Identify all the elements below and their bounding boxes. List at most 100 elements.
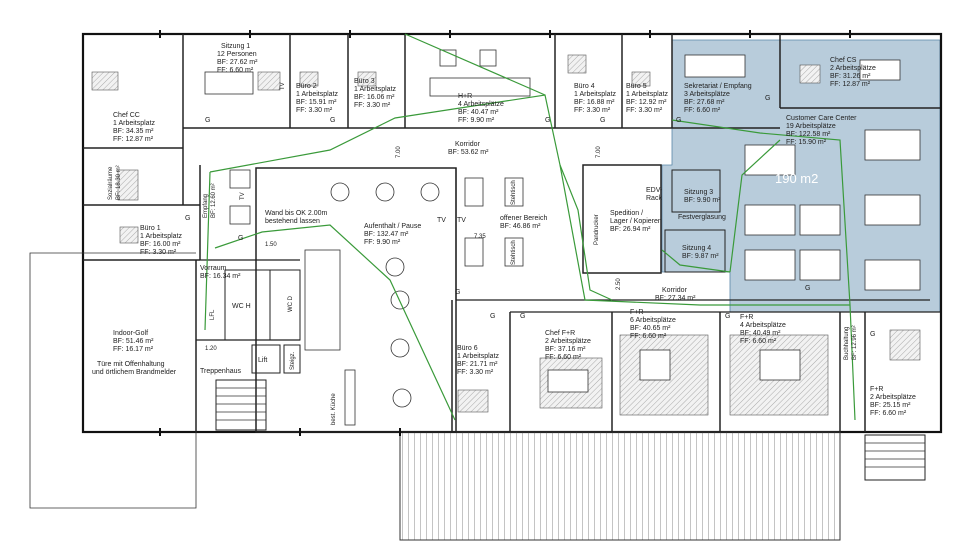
top-row-walls (83, 34, 940, 149)
svg-text:4 Arbeitsplätze: 4 Arbeitsplätze (458, 101, 504, 108)
svg-text:1 Arbeitsplatz: 1 Arbeitsplatz (574, 91, 617, 98)
room-buchhaltung: Buchhaltung BF: 12.96 m² (844, 325, 858, 360)
indoor-golf-outline (29, 252, 197, 509)
svg-text:F+R: F+R (870, 386, 883, 393)
dim-6: 2.50 (616, 278, 622, 290)
room-name: Sitzung 1 (221, 43, 250, 50)
svg-text:BF: 27.62 m²: BF: 27.62 m² (217, 59, 258, 66)
svg-text:FF: 6.60 m²: FF: 6.60 m² (740, 338, 777, 345)
svg-text:3 Arbeitsplätze: 3 Arbeitsplätze (684, 91, 730, 98)
tv-label-2: TV (437, 217, 446, 224)
escape-routes (204, 33, 856, 421)
svg-text:FF: 12.87 m²: FF: 12.87 m² (113, 136, 154, 143)
door-g-3: G (545, 117, 550, 124)
steigz-shaft (283, 344, 301, 374)
svg-text:FF: 15.90 m²: FF: 15.90 m² (786, 139, 827, 146)
svg-text:F+R: F+R (740, 314, 753, 321)
svg-text:Lager / Kopieren: Lager / Kopieren (610, 218, 662, 225)
svg-text:BF: 12.96 m²: BF: 12.96 m² (852, 325, 858, 360)
svg-text:Chef CS: Chef CS (830, 57, 857, 64)
svg-text:Büro 3: Büro 3 (354, 78, 375, 85)
svg-text:Büro 2: Büro 2 (296, 83, 317, 90)
svg-text:2 Arbeitsplätze: 2 Arbeitsplätze (545, 338, 591, 345)
svg-text:4 Arbeitsplätze: 4 Arbeitsplätze (740, 322, 786, 329)
svg-text:BF: 122.58 m²: BF: 122.58 m² (786, 131, 831, 138)
door-g-14: G (870, 331, 875, 338)
lounge-tables (330, 182, 440, 408)
hatched-desks (91, 54, 921, 416)
room-buero1: Büro 1 1 Arbeitsplatz BF: 16.00 m² FF: 3… (140, 225, 183, 256)
dim-4: 7.35 (474, 234, 486, 240)
svg-text:BF: 40.49 m²: BF: 40.49 m² (740, 330, 781, 337)
svg-text:1 Arbeitsplatz: 1 Arbeitsplatz (113, 120, 156, 127)
lift-shaft (251, 344, 281, 374)
svg-text:6 Arbeitsplätze: 6 Arbeitsplätze (630, 317, 676, 324)
room-sitzung3: Sitzung 3 BF: 9.90 m² (684, 189, 721, 204)
svg-text:BF: 18.30 m²: BF: 18.30 m² (116, 165, 122, 200)
svg-text:Sekretariat / Empfang: Sekretariat / Empfang (684, 83, 752, 90)
room-spedition: Spedition / Lager / Kopieren BF: 26.94 m… (610, 210, 662, 233)
kueche-label: best. Küche (331, 393, 337, 425)
svg-text:1 Arbeitsplatz: 1 Arbeitsplatz (626, 91, 669, 98)
room-fr4: F+R 4 Arbeitsplätze BF: 40.49 m² FF: 6.6… (740, 314, 786, 345)
room-sitzung1: Sitzung 1 12 Personen BF: 27.62 m² FF: 6… (217, 43, 258, 74)
door-g-5: G (676, 117, 681, 124)
stairs (215, 379, 267, 431)
room-fr6: F+R 6 Arbeitsplätze BF: 40.65 m² FF: 6.6… (630, 309, 676, 340)
svg-text:19 Arbeitsplätze: 19 Arbeitsplätze (786, 123, 836, 130)
spedition-outline (582, 164, 662, 274)
window-ticks (82, 30, 851, 436)
dim-5: 7.00 (596, 146, 602, 158)
edv-rack: EDV- Rack (646, 187, 663, 202)
kitchen-counter (304, 249, 341, 351)
room-buero2: Büro 2 1 Arbeitsplatz BF: 15.91 m² FF: 3… (296, 83, 339, 114)
lfl-label: LFL (210, 309, 216, 320)
svg-text:FF: 9.90 m²: FF: 9.90 m² (364, 239, 401, 246)
festverglasung-label: Festverglasung (678, 214, 726, 221)
svg-text:BF: 31.26 m²: BF: 31.26 m² (830, 73, 871, 80)
svg-text:Sozialräume: Sozialräume (108, 166, 114, 200)
room-cheffr: Chef F+R 2 Arbeitsplätze BF: 37.16 m² FF… (545, 330, 591, 361)
svg-text:FF: 9.90 m²: FF: 9.90 m² (458, 117, 495, 124)
svg-text:FF: 16.17 m²: FF: 16.17 m² (113, 346, 154, 353)
room-aufenthalt: Aufenthalt / Pause BF: 132.47 m² FF: 9.9… (364, 223, 421, 246)
room-chefcc: Chef CC 1 Arbeitsplatz BF: 34.35 m² FF: … (113, 112, 156, 143)
wall-note: Wand bis OK 2.00m bestehend lassen (265, 210, 328, 225)
svg-text:BF: 40.47 m²: BF: 40.47 m² (458, 109, 499, 116)
room-sekretariat: Sekretariat / Empfang 3 Arbeitsplätze BF… (684, 83, 752, 114)
svg-text:FF: 3.30 m²: FF: 3.30 m² (354, 102, 391, 109)
dim-1: 7.00 (396, 146, 402, 158)
svg-text:Büro 5: Büro 5 (626, 83, 647, 90)
svg-text:FF: 3.30 m²: FF: 3.30 m² (574, 107, 611, 114)
stairs-right (864, 434, 926, 481)
svg-text:und örtlichem Brandmelder: und örtlichem Brandmelder (92, 369, 177, 376)
svg-text:Indoor-Golf: Indoor-Golf (113, 330, 148, 337)
svg-text:1 Arbeitsplatz: 1 Arbeitsplatz (457, 353, 500, 360)
svg-text:2 Arbeitsplätze: 2 Arbeitsplätze (870, 394, 916, 401)
wcd-label: WC D (288, 295, 294, 312)
room-indoor-golf: Indoor-Golf BF: 51.46 m² FF: 16.17 m² Tü… (92, 330, 177, 376)
corridor-bottom: Korridor BF: 27.34 m² (655, 287, 696, 302)
customer-care-desks (684, 54, 921, 291)
svg-text:Rack: Rack (646, 195, 662, 202)
svg-text:BF: 16.34 m²: BF: 16.34 m² (200, 273, 241, 280)
svg-text:1 Arbeitsplatz: 1 Arbeitsplatz (140, 233, 183, 240)
svg-text:1 Arbeitsplatz: 1 Arbeitsplatz (296, 91, 339, 98)
door-g-7: G (185, 215, 190, 222)
svg-text:FF: 3.30 m²: FF: 3.30 m² (457, 369, 494, 376)
svg-text:2 Arbeitsplätze: 2 Arbeitsplätze (830, 65, 876, 72)
room-chefcs: Chef CS 2 Arbeitsplätze BF: 31.26 m² FF:… (830, 57, 876, 88)
svg-text:Empfang: Empfang (203, 194, 209, 218)
svg-text:BF: 53.62 m²: BF: 53.62 m² (448, 149, 489, 156)
svg-text:Korridor: Korridor (662, 287, 688, 294)
svg-text:Chef CC: Chef CC (113, 112, 140, 119)
room-offen: offener Bereich BF: 46.86 m² (500, 215, 547, 230)
sitzung3-outline (671, 169, 721, 213)
svg-text:BF: 27.34 m²: BF: 27.34 m² (655, 295, 696, 302)
svg-text:FF: 6.60 m²: FF: 6.60 m² (630, 333, 667, 340)
door-g-13: G (805, 285, 810, 292)
kitchen-counter-2 (344, 369, 356, 426)
svg-text:FF: 6.60 m²: FF: 6.60 m² (870, 410, 907, 417)
svg-text:BF: 51.46 m²: BF: 51.46 m² (113, 338, 154, 345)
